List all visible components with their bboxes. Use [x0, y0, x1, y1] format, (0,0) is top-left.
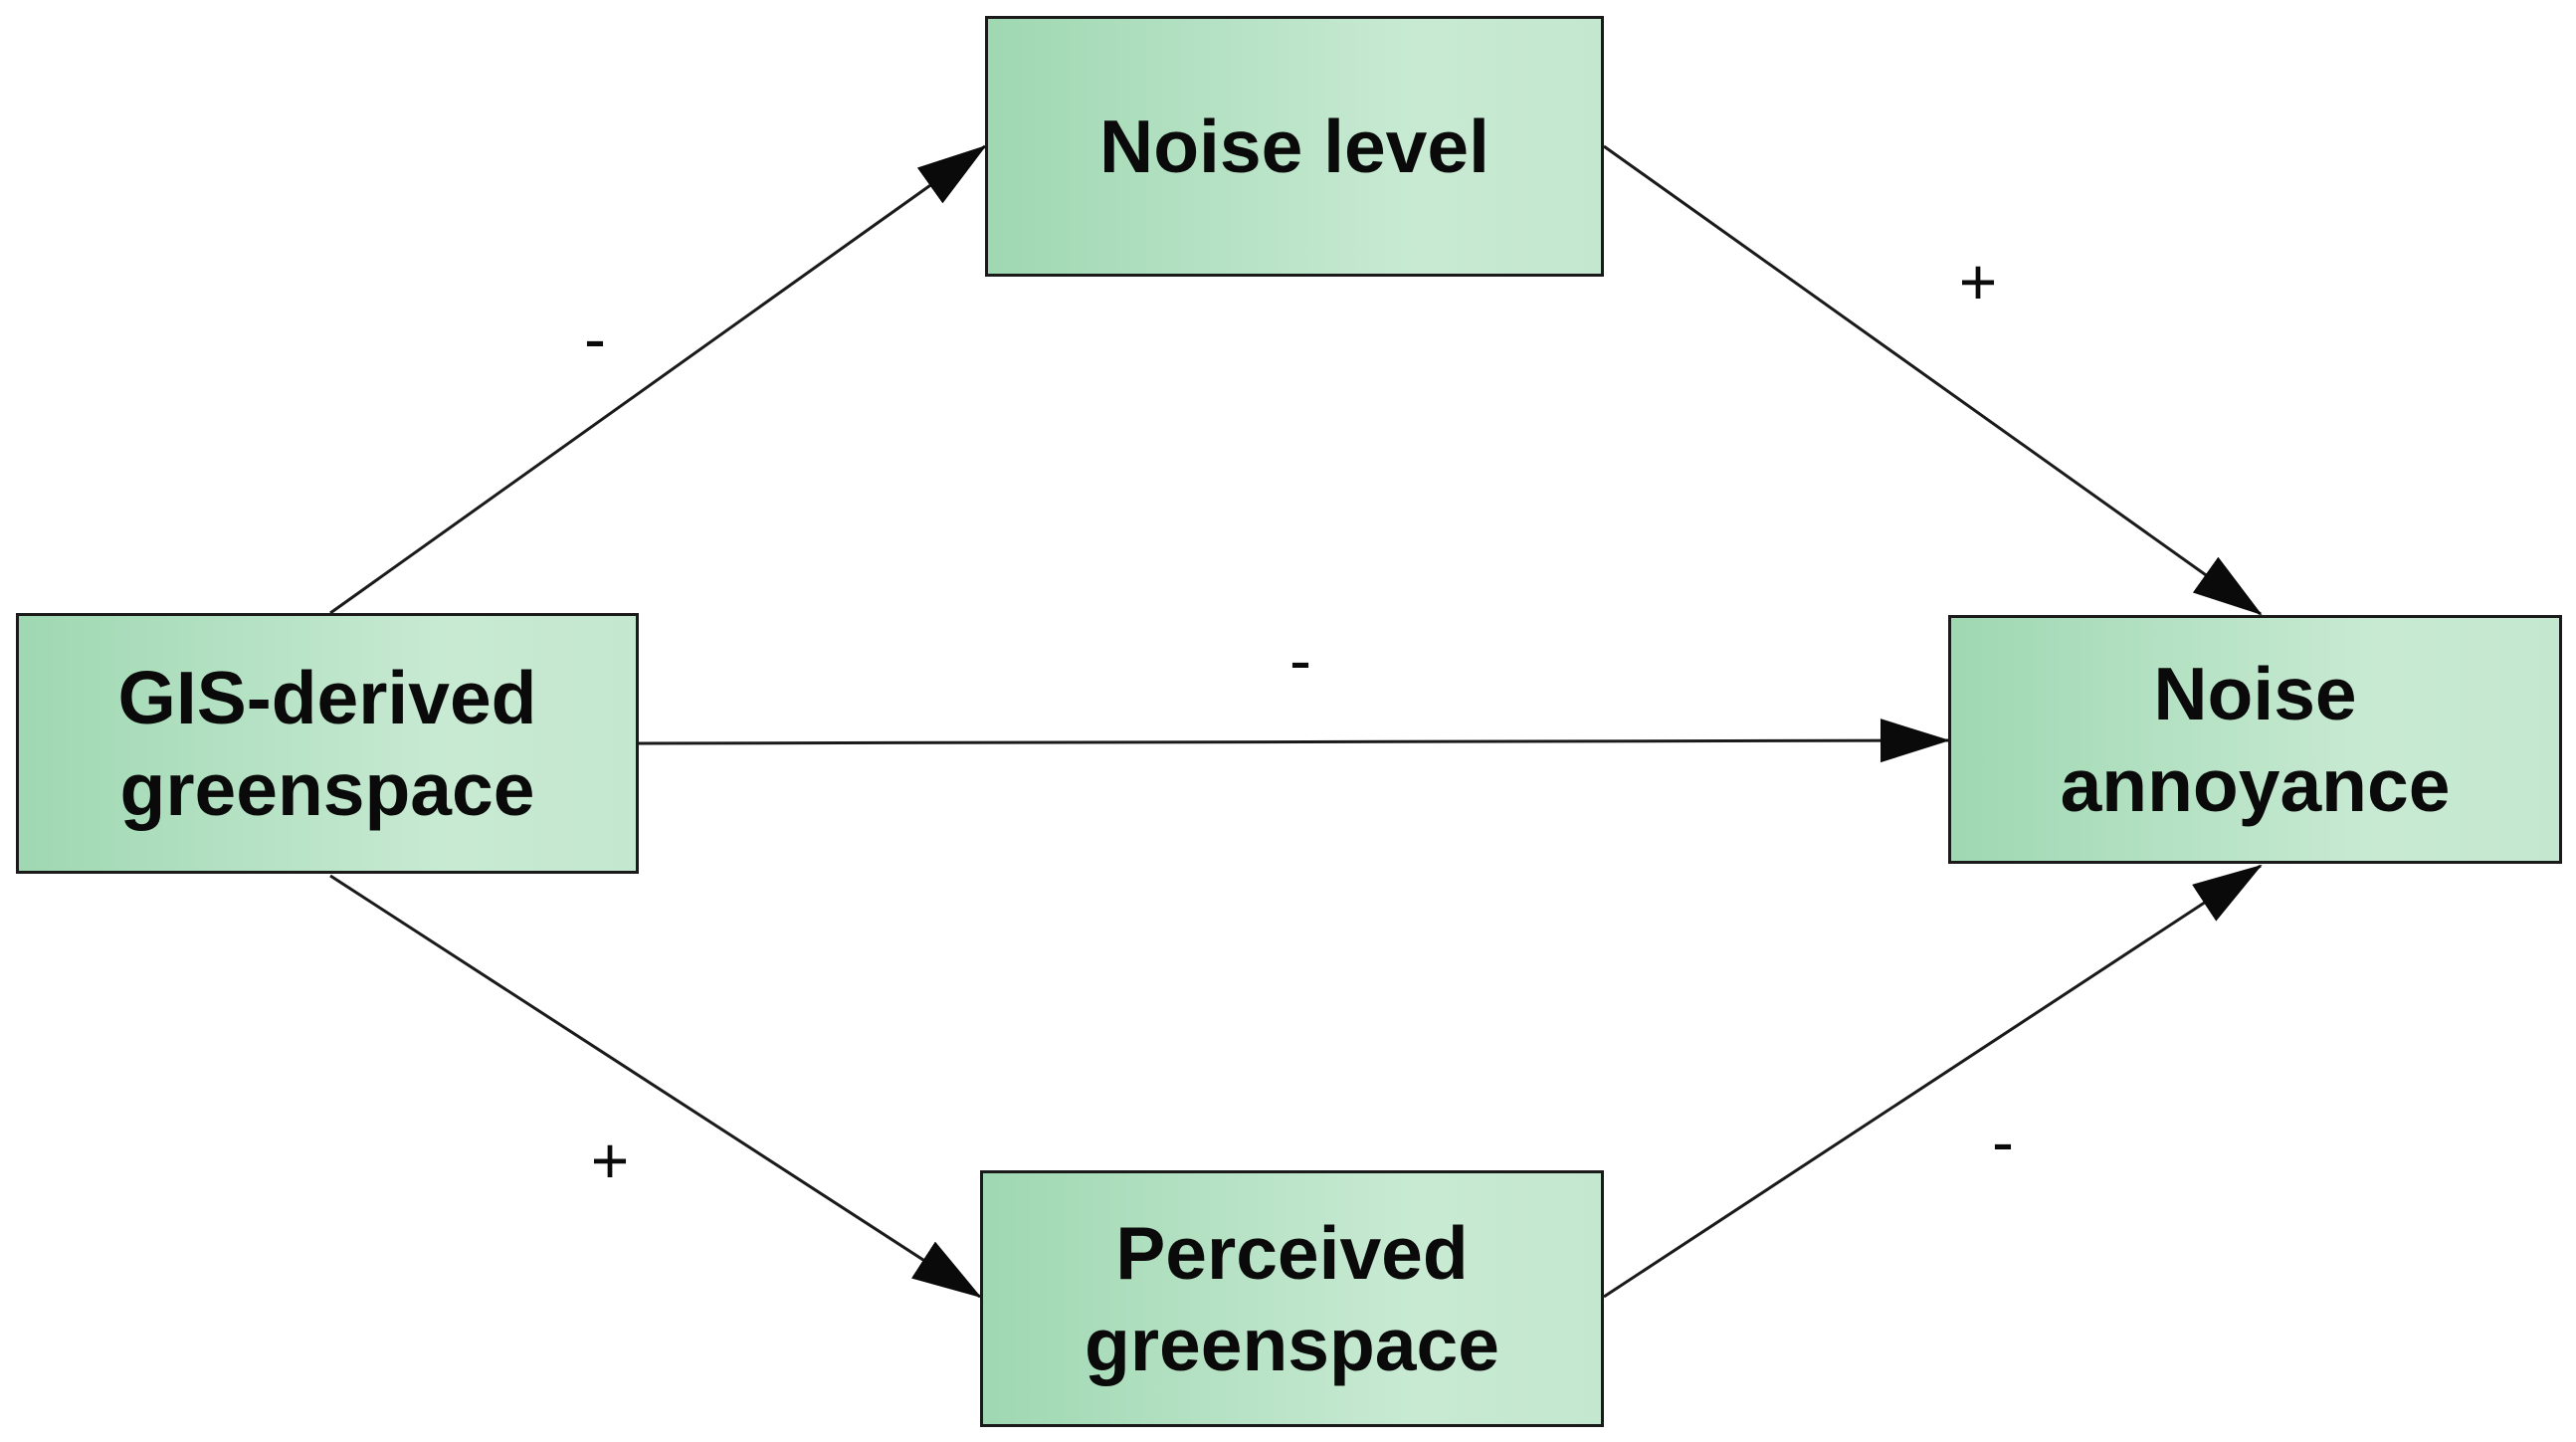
arrow-gis-to-perceived: [329, 874, 982, 1299]
node-gis-greenspace-label: GIS-derived greenspace: [117, 656, 537, 831]
edge-sign-gis-to-noise-level: -: [584, 302, 606, 375]
arrow-gis-to-noise-level: [329, 144, 987, 615]
edge-sign-gis-to-perceived: +: [590, 1124, 630, 1197]
node-perceived-greenspace-label: Perceived greenspace: [1085, 1211, 1499, 1386]
arrow-noise-level-to-annoyance: [1603, 144, 2263, 616]
node-noise-level: Noise level: [985, 16, 1604, 277]
node-perceived-greenspace: Perceived greenspace: [980, 1170, 1604, 1427]
arrow-perceived-to-annoyance: [1603, 864, 2263, 1299]
arrow-gis-to-annoyance: [638, 719, 1950, 763]
edge-sign-noise-level-to-annoyance: +: [1958, 245, 1998, 318]
edge-sign-gis-to-annoyance: -: [1289, 623, 1311, 697]
node-gis-greenspace: GIS-derived greenspace: [16, 613, 639, 874]
edge-sign-perceived-to-annoyance: -: [1992, 1105, 2014, 1178]
node-noise-annoyance: Noise annoyance: [1948, 615, 2562, 864]
node-noise-annoyance-label: Noise annoyance: [2060, 652, 2451, 827]
node-noise-level-label: Noise level: [1099, 104, 1489, 188]
